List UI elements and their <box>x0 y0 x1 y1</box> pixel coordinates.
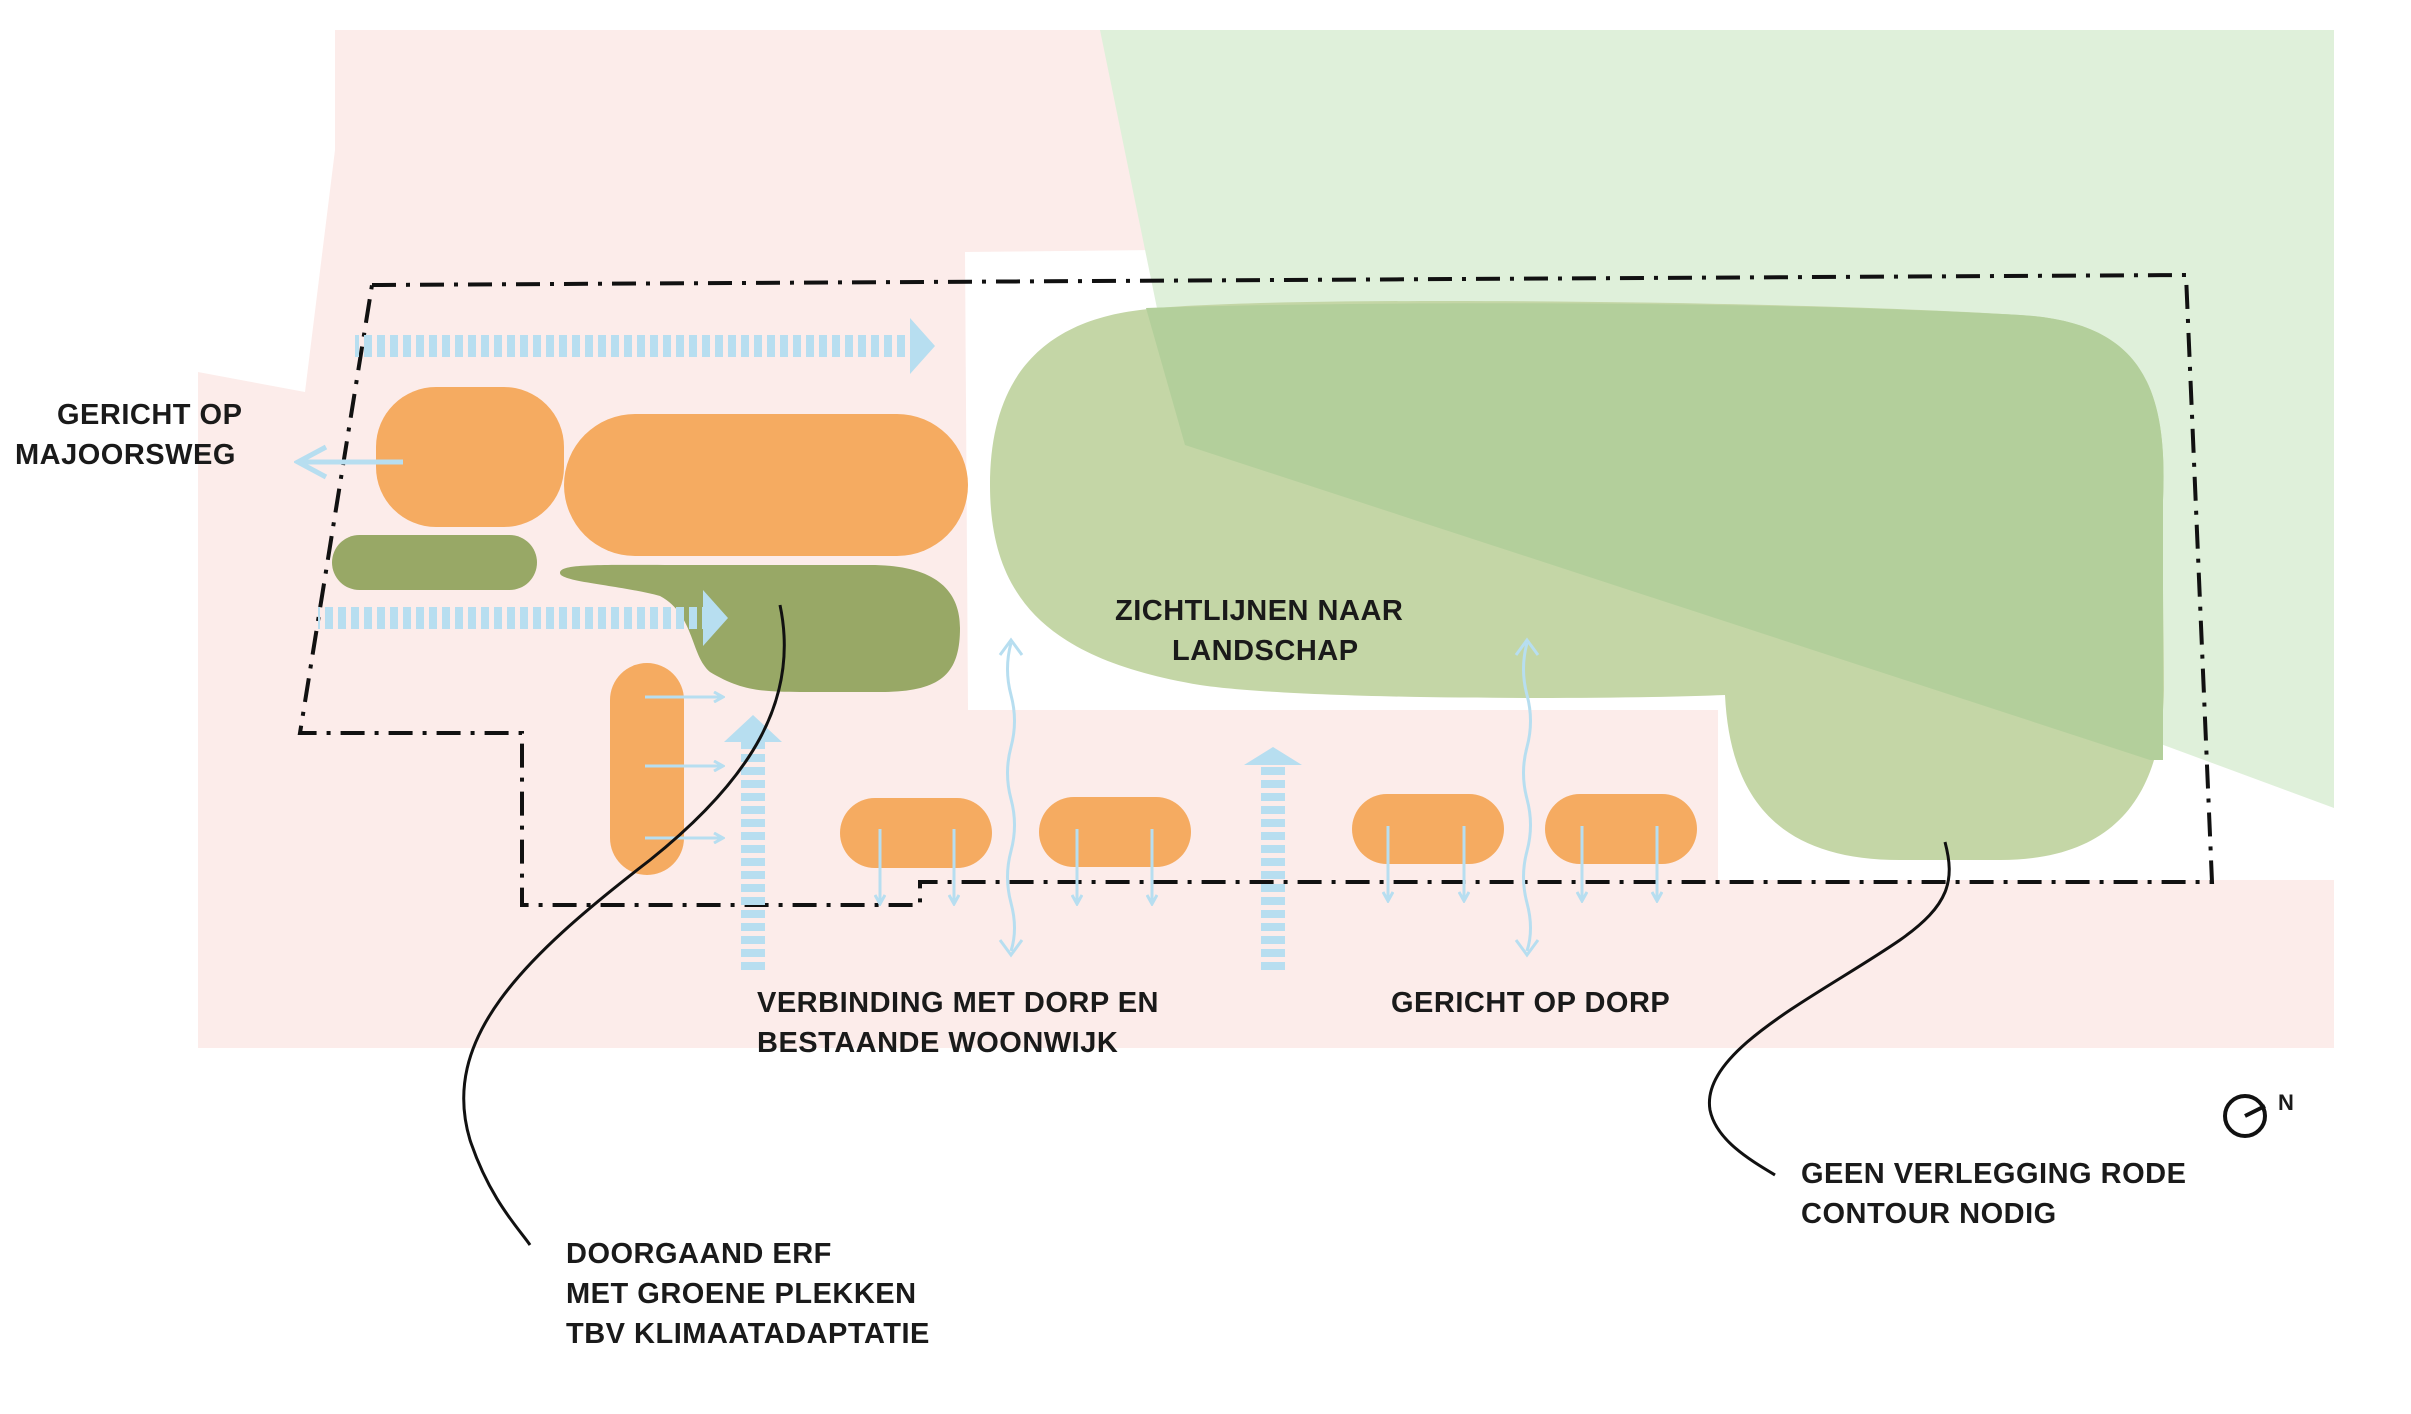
label-verbinding-line2: BESTAANDE WOONWIJK <box>757 1027 1118 1059</box>
label-gericht-op-dorp: GERICHT OP DORP <box>1391 987 1670 1019</box>
leader-lines <box>462 604 1951 1246</box>
label-zichtlijnen-line1: ZICHTLIJNEN NAAR <box>1115 595 1403 627</box>
courtyard-greens <box>332 535 960 692</box>
labels: GERICHT OP MAJOORSWEG ZICHTLIJNEN NAAR L… <box>15 399 2186 1350</box>
building-central <box>564 414 968 556</box>
label-contour-line2: CONTOUR NODIG <box>1801 1198 2057 1230</box>
north-indicator: N <box>2223 1090 2294 1138</box>
building-west <box>376 387 564 527</box>
arrow-north-right <box>1244 747 1302 972</box>
leader-erf <box>462 604 786 1246</box>
label-majoorsweg-line1: GERICHT OP <box>57 399 242 431</box>
arrow-mid-east <box>318 590 728 646</box>
label-erf-line1: DOORGAAND ERF <box>566 1238 832 1270</box>
arrow-north-left <box>724 715 782 972</box>
view-arrow-right <box>1514 637 1540 958</box>
label-majoorsweg-line2: MAJOORSWEG <box>15 439 236 471</box>
label-zichtlijnen-line2: LANDSCHAP <box>1172 635 1359 667</box>
building-south-2 <box>1039 797 1191 867</box>
green-plot-left <box>332 535 537 590</box>
label-verbinding-line1: VERBINDING MET DORP EN <box>757 987 1159 1019</box>
view-arrow-left <box>998 637 1024 958</box>
label-erf-line2: MET GROENE PLEKKEN <box>566 1278 917 1310</box>
compass-icon <box>2223 1094 2267 1138</box>
thin-arrows <box>300 462 1657 958</box>
building-south-3 <box>1352 794 1504 864</box>
leader-contour <box>1708 841 1951 1177</box>
green-plot-right <box>560 564 960 692</box>
compass-needle-icon <box>2244 1104 2266 1118</box>
north-label: N <box>2278 1090 2294 1115</box>
building-south-1 <box>840 798 992 868</box>
arrow-top-east <box>355 318 935 374</box>
main-arrows <box>318 318 1302 972</box>
building-south-4 <box>1545 794 1697 864</box>
site-boundary <box>297 272 2215 907</box>
label-erf-line3: TBV KLIMAATADAPTATIE <box>566 1318 930 1350</box>
landscape-area <box>990 300 2164 860</box>
label-contour-line1: GEEN VERLEGGING RODE <box>1801 1158 2186 1190</box>
landscape-overlap <box>1146 303 2164 760</box>
building-vertical <box>610 663 684 875</box>
